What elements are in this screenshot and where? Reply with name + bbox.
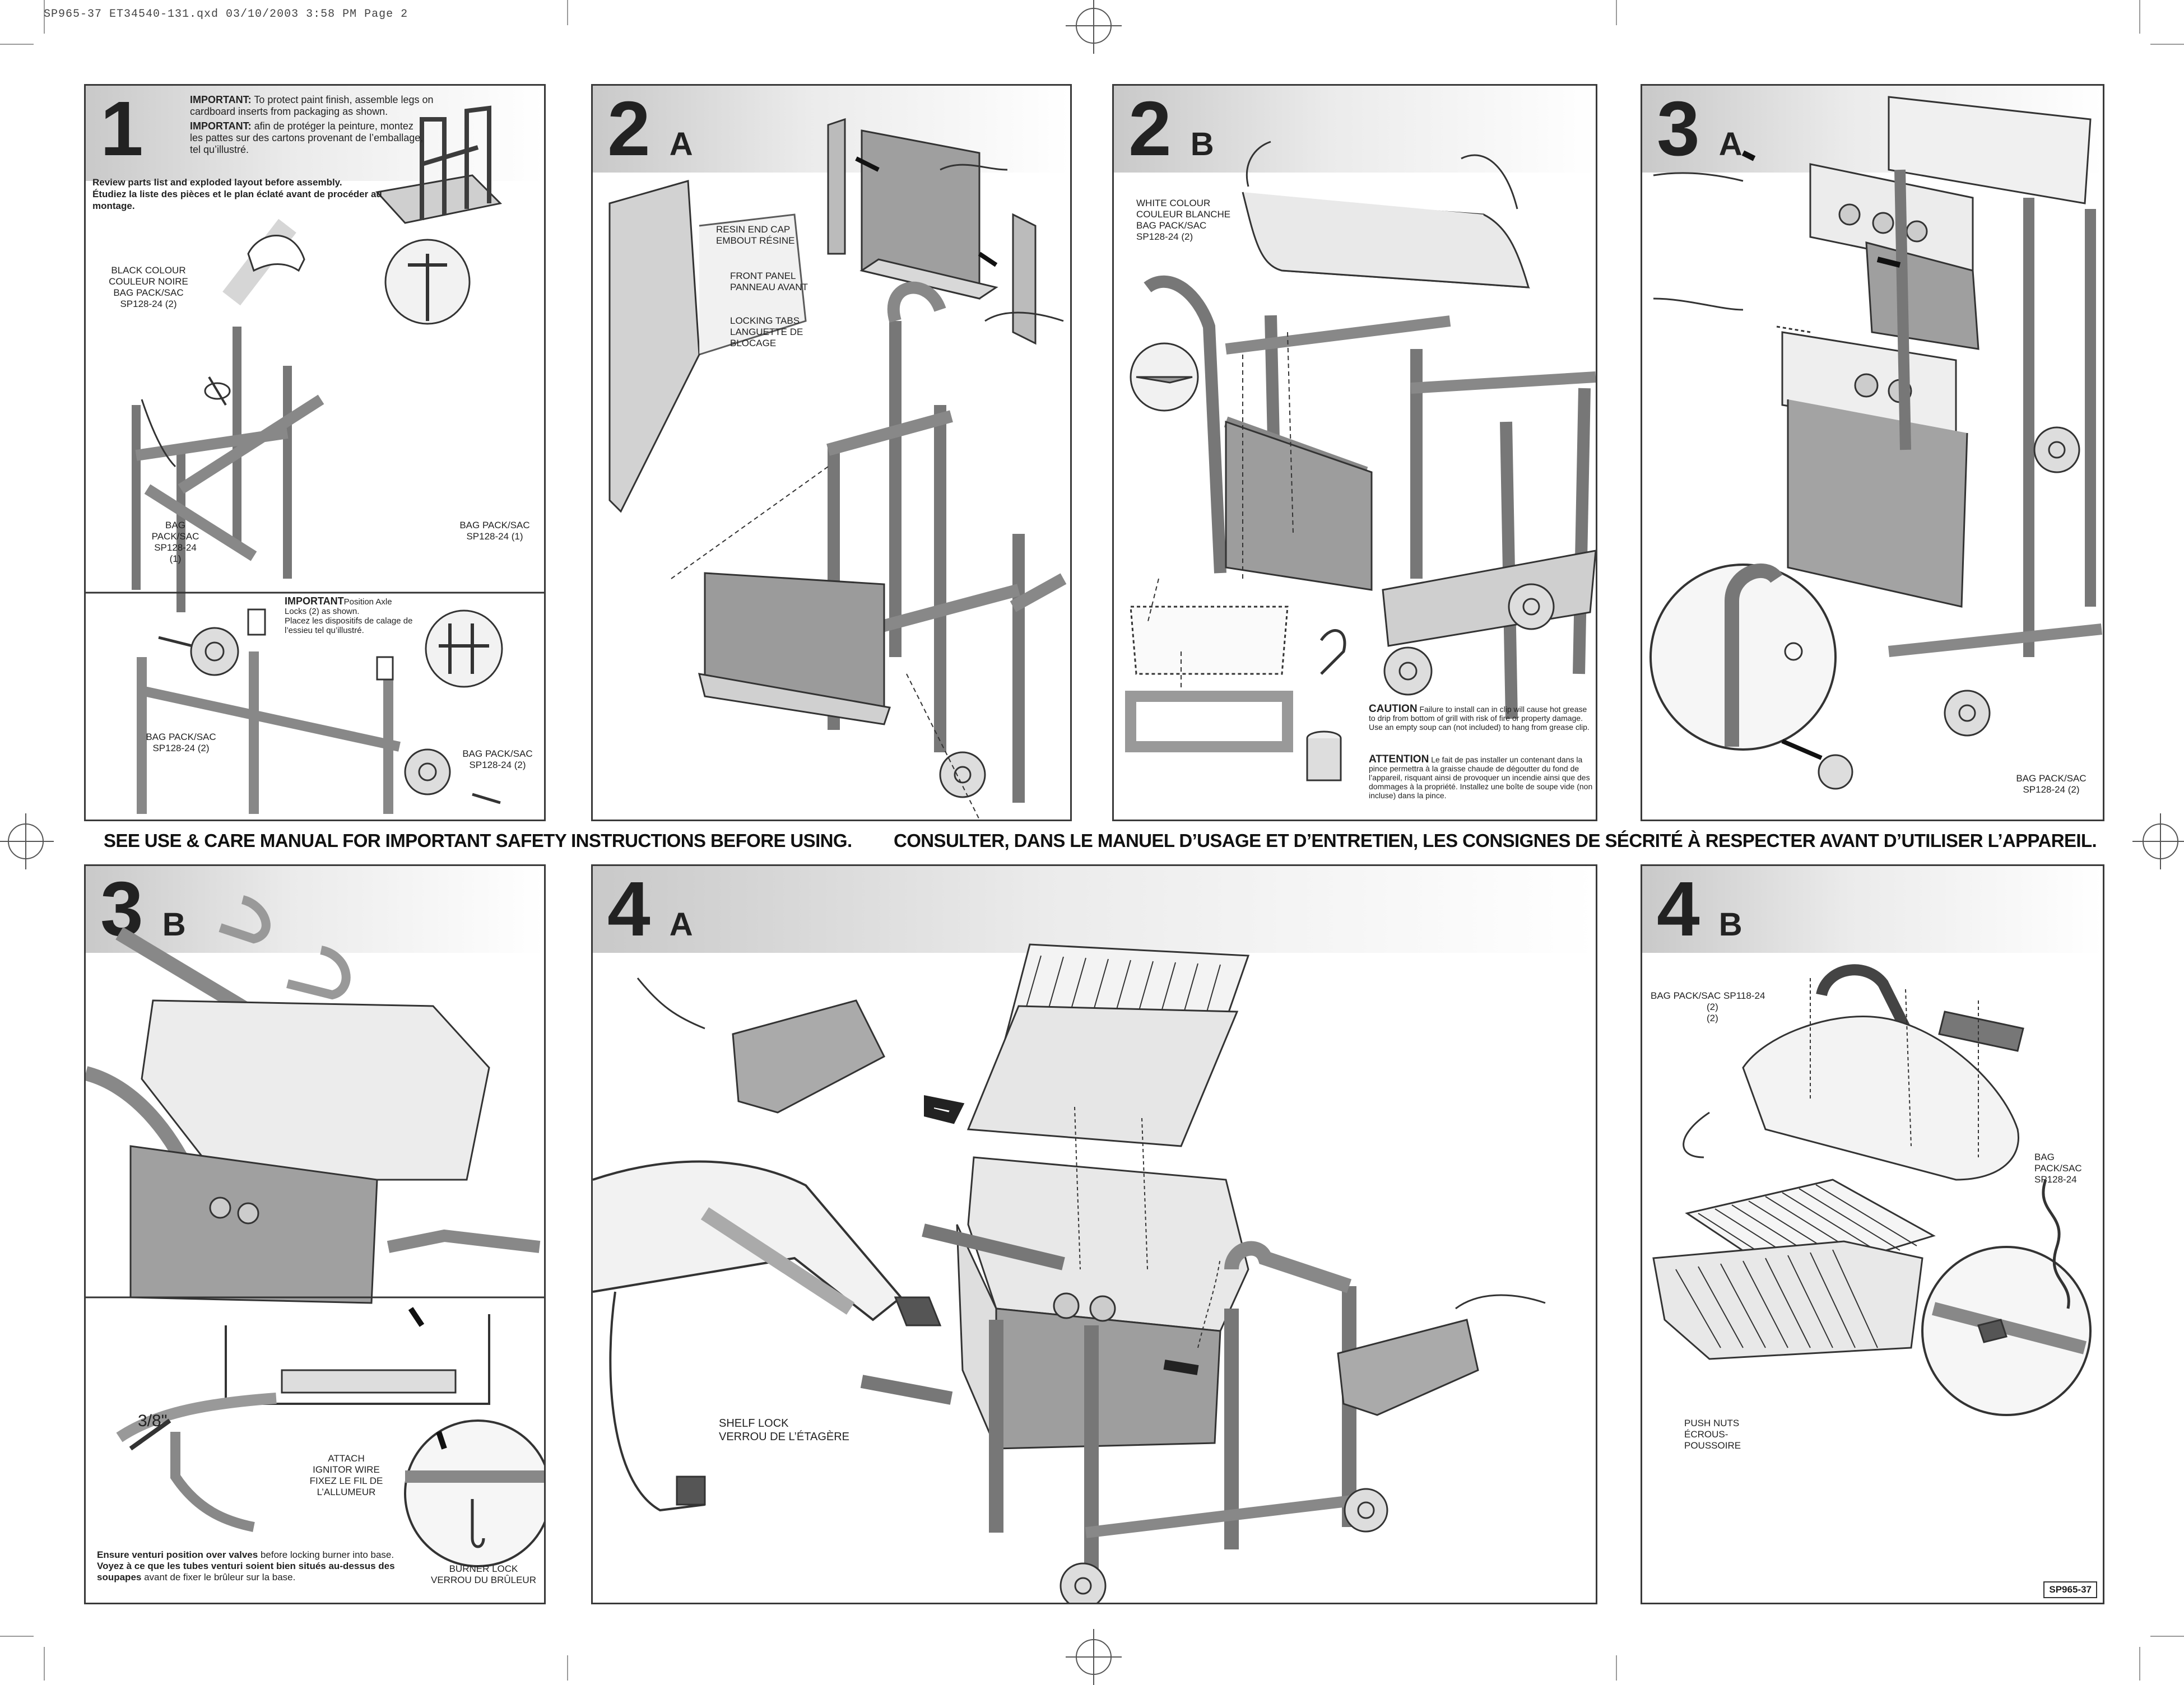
registration-mark bbox=[2132, 813, 2184, 869]
crop-mark bbox=[0, 1636, 34, 1637]
safety-banner-en: SEE USE & CARE MANUAL FOR IMPORTANT SAFE… bbox=[104, 830, 852, 851]
crop-mark bbox=[2139, 1647, 2140, 1681]
axle-important-note: IMPORTANTPosition Axle Locks (2) as show… bbox=[285, 595, 413, 635]
registration-mark bbox=[1066, 1629, 1122, 1685]
crop-mark bbox=[567, 0, 568, 25]
step-header bbox=[1642, 866, 2103, 953]
step-4b-illustration bbox=[1652, 964, 2092, 1416]
crop-mark bbox=[1616, 0, 1617, 25]
review-note: Review parts list and exploded layout be… bbox=[92, 177, 382, 211]
crop-mark bbox=[2150, 1636, 2184, 1637]
step-4a-illustration bbox=[593, 943, 1546, 1603]
bag-pack-118-label: BAG PACK/SAC SP118-24(2)(2) bbox=[1651, 990, 1765, 1023]
step-3a-illustration bbox=[1649, 96, 2103, 790]
important-note-en: IMPORTANT: To protect paint finish, asse… bbox=[190, 94, 434, 117]
crop-mark bbox=[44, 0, 45, 34]
attention-note: ATTENTION Le fait de pas installer un co… bbox=[1369, 753, 1593, 800]
crop-mark bbox=[0, 44, 34, 45]
dimension-label: 3/8" bbox=[138, 1412, 168, 1430]
step-number: 1 bbox=[100, 86, 143, 172]
crop-mark bbox=[44, 1647, 45, 1681]
crop-mark bbox=[2150, 44, 2184, 45]
step-3b-illustration bbox=[86, 895, 544, 1567]
important-note-fr: IMPORTANT: afin de protéger la peinture,… bbox=[190, 120, 424, 155]
step-1-panel: 1 bbox=[84, 84, 546, 821]
step-1-illustration bbox=[86, 105, 544, 814]
caution-note: CAUTION Failure to install can in clip w… bbox=[1369, 703, 1590, 732]
registration-mark bbox=[1066, 0, 1122, 54]
safety-banner-fr: CONSULTER, DANS LE MANUEL D’USAGE ET D’E… bbox=[894, 830, 2097, 851]
step-2a-illustration bbox=[608, 118, 1067, 820]
crop-mark bbox=[1616, 1655, 1617, 1681]
registration-mark bbox=[0, 813, 54, 869]
crop-mark bbox=[567, 1655, 568, 1681]
step-header bbox=[86, 866, 544, 953]
step-header bbox=[1114, 86, 1596, 173]
crop-mark bbox=[2139, 0, 2140, 34]
document-code: SP965-37 bbox=[2043, 1581, 2097, 1598]
step-2b-illustration bbox=[1125, 141, 1596, 781]
step-header bbox=[593, 866, 1596, 953]
file-slug: SP965-37 ET34540-131.qxd 03/10/2003 3:58… bbox=[44, 8, 408, 21]
venturi-note: Ensure venturi position over valves befo… bbox=[97, 1549, 395, 1582]
